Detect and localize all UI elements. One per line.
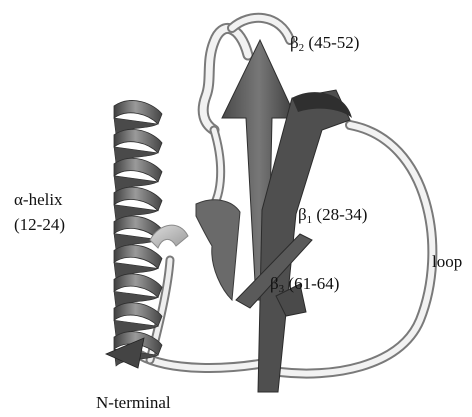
beta1-subscript: 1 [307,214,313,226]
helix-label-range: (12-24) [14,216,65,233]
beta2-label: β2 (45-52) [290,34,359,54]
beta3-label: β3 (61-64) [270,275,339,295]
beta1-symbol: β [298,205,307,224]
beta3-subscript: 3 [279,283,285,295]
beta2-subscript: 2 [299,42,305,54]
beta2-range: (45-52) [308,33,359,52]
coil-left-connector-highlight [210,130,221,210]
strand-curved-band [196,200,240,300]
loop-label: loop [432,253,462,270]
beta1-range: (28-34) [316,205,367,224]
beta2-symbol: β [290,33,299,52]
helix-label-name: α-helix [14,191,63,208]
beta3-range: (61-64) [288,274,339,293]
beta3-symbol: β [270,274,279,293]
beta1-label: β1 (28-34) [298,206,367,226]
n-terminal-label: N-terminal [96,394,171,411]
